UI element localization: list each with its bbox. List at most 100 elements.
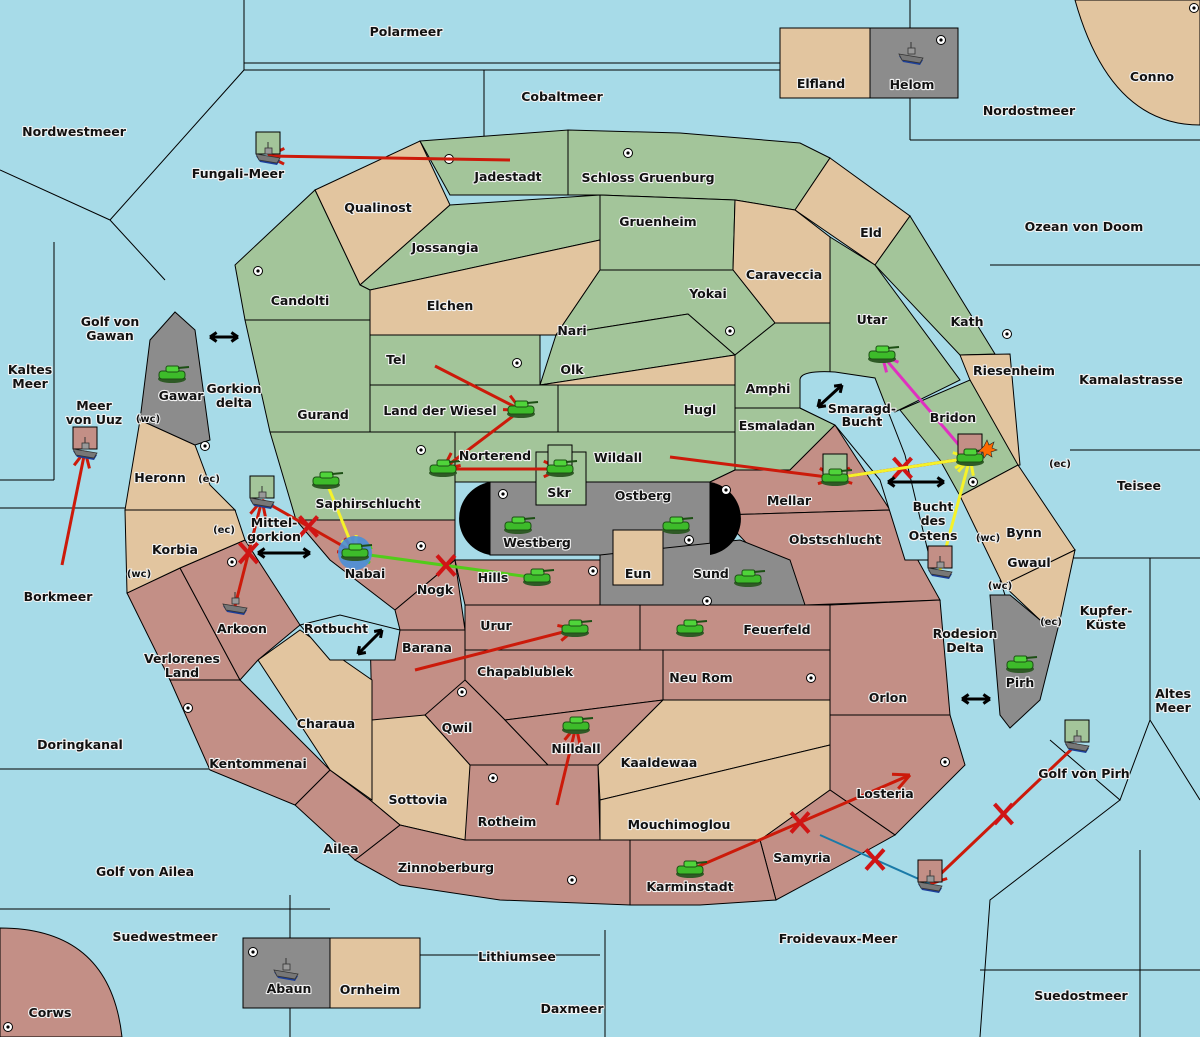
supply-center-icon (940, 757, 950, 767)
impassable-cap-east (710, 482, 741, 555)
region-eun[interactable] (612, 529, 664, 586)
army-unit-skr[interactable] (546, 444, 578, 477)
coast-label-ec: (ec) (1040, 617, 1062, 628)
supply-centers (3, 3, 1199, 1032)
coast-label-wc: (wc) (988, 581, 1012, 592)
land-label-westberg: Westberg (503, 535, 571, 550)
supply-center-icon (968, 477, 978, 487)
land-label-neu-rom: Neu Rom (669, 670, 732, 685)
double-arrow-icon (961, 693, 991, 705)
region-ornheim[interactable] (329, 937, 421, 1009)
army-unit-norterend[interactable] (429, 459, 461, 477)
land-label-jadestadt: Jadestadt (473, 169, 541, 184)
land-label-obstschlucht: Obstschlucht (789, 532, 881, 547)
supply-center-icon (498, 489, 508, 499)
sea-label-des: des (921, 513, 946, 528)
supply-center-icon (1002, 329, 1012, 339)
land-label-kaaldewaa: Kaaldewaa (621, 755, 698, 770)
army-unit-feuerfeld[interactable] (676, 619, 708, 637)
region-smaragd-bucht[interactable] (799, 371, 931, 561)
land-label-bridon: Bridon (930, 410, 976, 425)
sea-label-meer: Meer (76, 398, 112, 413)
army-unit-pirh[interactable] (1006, 655, 1038, 673)
region-jadestadt[interactable] (419, 129, 569, 196)
army-unit-land-der-wiesel[interactable] (507, 400, 539, 418)
x-mark-icon (864, 848, 886, 871)
land-label-barana: Barana (402, 640, 452, 655)
supply-center-icon (623, 148, 633, 158)
fleet-unit-helom[interactable] (898, 42, 924, 65)
order-move-karminstadt-to-losteria (689, 772, 912, 872)
army-unit-ostberg[interactable] (662, 516, 694, 534)
supply-center-icon (512, 358, 522, 368)
sea-label-fungali-meer: Fungali-Meer (192, 166, 285, 181)
ship-icon (255, 142, 281, 165)
army-unit-westberg[interactable] (504, 516, 536, 534)
land-label-eun: Eun (625, 566, 651, 581)
land-label-candolti: Candolti (271, 293, 330, 308)
tank-icon (868, 345, 900, 363)
orders-layer (60, 147, 1079, 886)
fleet-unit-fungali-meer[interactable] (255, 131, 281, 165)
fleet-unit-arkoon[interactable] (222, 592, 248, 615)
sea-label-daxmeer: Daxmeer (540, 1001, 604, 1016)
land-label-mouchimoglou: Mouchimoglou (628, 817, 731, 832)
army-unit-mellar[interactable] (821, 453, 853, 486)
sea-label-bucht: Bucht (842, 414, 883, 429)
land-label-esmaladan: Esmaladan (739, 418, 815, 433)
land-label-nabai: Nabai (345, 566, 386, 581)
army-unit-saphirschlucht[interactable] (312, 471, 344, 489)
land-label-gruenheim: Gruenheim (619, 214, 696, 229)
fleet-unit-mittelgorkion[interactable] (249, 475, 275, 509)
land-label-nogk: Nogk (417, 582, 454, 597)
x-mark-icon (789, 811, 811, 834)
supply-center-icon (3, 1022, 13, 1032)
army-unit-gawar[interactable] (158, 365, 190, 383)
coast-label-ec: (ec) (213, 525, 235, 536)
land-label-nilldall: Nilldall (551, 741, 600, 756)
army-unit-urur[interactable] (561, 619, 593, 637)
army-unit-hills[interactable] (523, 568, 555, 586)
land-label-korbia: Korbia (152, 542, 198, 557)
sea-label-froidevaux-meer: Froidevaux-Meer (779, 931, 898, 946)
region-zinnoberburg[interactable] (354, 824, 631, 906)
ship-icon (222, 592, 248, 615)
land-label-nari: Nari (557, 323, 586, 338)
region-conno[interactable] (1074, 0, 1200, 126)
land-label-tel: Tel (386, 352, 406, 367)
sea-label-von-uuz: von Uuz (66, 412, 122, 427)
fleet-unit-golf-von-pirh[interactable] (1064, 719, 1090, 753)
region-gruenheim[interactable] (599, 194, 736, 271)
fleet-unit-abaun[interactable] (273, 958, 299, 981)
sea-label-altes: Altes (1155, 686, 1191, 701)
tank-icon (676, 619, 708, 637)
fleet-unit-meer-von-uuz[interactable] (72, 426, 98, 460)
land-label-riesenheim: Riesenheim (973, 363, 1055, 378)
sea-label-nordwestmeer: Nordwestmeer (22, 124, 127, 139)
sea-label-golf-von-ailea: Golf von Ailea (96, 864, 194, 879)
region-corws[interactable] (0, 927, 123, 1037)
fleet-unit-froidevaux-meer[interactable] (917, 859, 943, 893)
double-arrow-icon (887, 476, 945, 488)
region-rotbucht[interactable] (299, 614, 401, 661)
army-unit-karminstadt[interactable] (676, 860, 708, 878)
land-label-losteria: Losteria (856, 786, 913, 801)
army-unit-bridon[interactable] (956, 433, 998, 466)
supply-center-icon (253, 266, 263, 276)
supply-center-icon (725, 326, 735, 336)
army-unit-utar[interactable] (868, 345, 900, 363)
army-unit-nilldall[interactable] (562, 716, 594, 734)
fleet-unit-bucht-des-ostens[interactable] (927, 545, 953, 579)
tank-icon (676, 860, 708, 878)
sea-label-doringkanal: Doringkanal (37, 737, 123, 752)
army-unit-sund[interactable] (734, 569, 766, 587)
tank-icon (662, 516, 694, 534)
arrow-icon (891, 772, 912, 790)
region-charaua[interactable] (257, 629, 373, 801)
coast-label-ec: (ec) (198, 474, 220, 485)
impassable-cap-west (459, 482, 490, 555)
coast-label-ec: (ec) (1049, 459, 1071, 470)
army-unit-nabai[interactable] (338, 536, 373, 570)
